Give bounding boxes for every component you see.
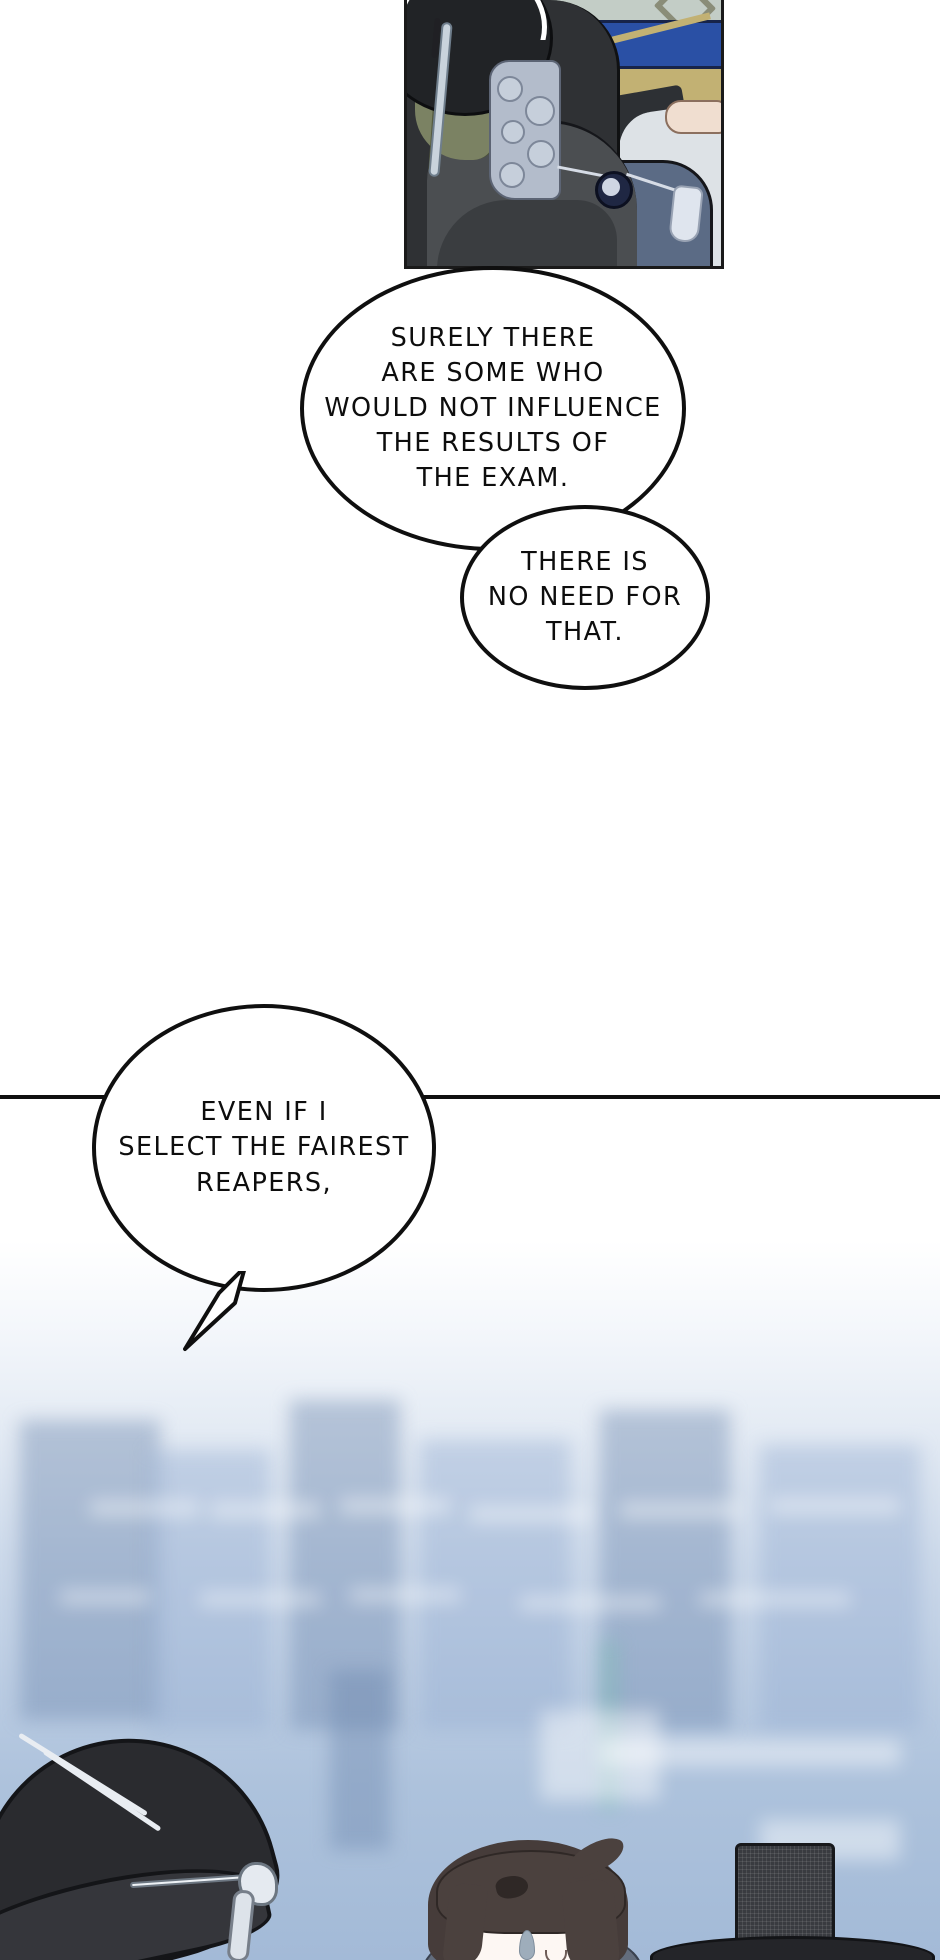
speech-bubble-surely-there: SURELY THERE ARE SOME WHO WOULD NOT INFL… (300, 266, 686, 551)
figure-hand (665, 100, 721, 134)
speech-bubble-there-is-no-need-text: THERE IS NO NEED FOR THAT. (487, 546, 683, 648)
figure-cloak-fold-2 (437, 200, 617, 266)
speech-bubble-even-if-i-select: EVEN IF I SELECT THE FAIREST REAPERS, (92, 1004, 436, 1292)
speech-bubble-surely-there-text: SURELY THERE ARE SOME WHO WOULD NOT INFL… (324, 322, 662, 494)
girl-mouth (545, 1950, 567, 1960)
speech-bubble-tail (183, 1263, 251, 1351)
girl-bang-right (560, 1877, 622, 1960)
figure-hood-rim (407, 0, 547, 40)
brooch-gem (602, 178, 620, 196)
panel-divider-line (0, 1095, 940, 1099)
right-character-gat-hat (735, 1843, 835, 1953)
speech-bubble-there-is-no-need: THERE IS NO NEED FOR THAT. (460, 505, 710, 690)
carriage-interior-panel (404, 0, 724, 269)
girl-bang-left (441, 1882, 489, 1960)
speech-bubble-even-if-i-select-text: EVEN IF I SELECT THE FAIREST REAPERS, (118, 1097, 410, 1198)
patterned-scarf (489, 60, 561, 200)
